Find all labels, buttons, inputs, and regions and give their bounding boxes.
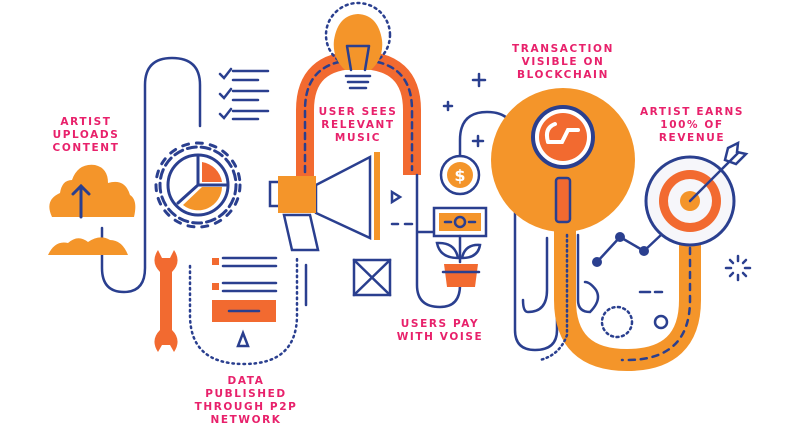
target-icon bbox=[644, 140, 749, 247]
dashed-track bbox=[620, 246, 692, 362]
label-line: NETWORK bbox=[210, 414, 282, 426]
label-line: UPLOADS bbox=[52, 129, 120, 141]
lightbulb-icon bbox=[324, 1, 392, 90]
label-line: VISIBLE ON bbox=[521, 56, 605, 68]
step-label-artist-uploads: ARTIST UPLOADS CONTENT bbox=[53, 116, 120, 155]
connector-line bbox=[415, 110, 559, 352]
label-line: USERS PAY bbox=[400, 318, 480, 330]
label-line: MUSIC bbox=[334, 132, 382, 144]
orange-u-track bbox=[554, 225, 701, 372]
connector-line bbox=[521, 233, 600, 314]
money-plant-icon bbox=[432, 206, 488, 287]
label-line: WITH VOISE bbox=[396, 331, 484, 343]
label-line: THROUGH P2P bbox=[194, 401, 298, 413]
label-line: USER SEES bbox=[318, 106, 398, 118]
step-label-user-sees-music: USER SEES RELEVANT MUSIC bbox=[319, 106, 398, 145]
label-line: 100% OF bbox=[660, 119, 724, 131]
label-line: BLOCKCHAIN bbox=[517, 69, 609, 81]
svg-text:$: $ bbox=[454, 166, 465, 185]
checklist-icon bbox=[218, 67, 270, 121]
coin-icon: $ bbox=[439, 154, 481, 196]
crossed-box-icon bbox=[352, 258, 392, 297]
label-line: TRANSACTION bbox=[512, 43, 614, 55]
decorations bbox=[600, 254, 752, 339]
step-label-data-published: DATA PUBLISHED THROUGH P2P NETWORK bbox=[195, 375, 298, 426]
document-icon bbox=[212, 256, 278, 348]
label-line: PUBLISHED bbox=[205, 388, 287, 400]
dotted-connector bbox=[188, 255, 299, 366]
label-line: RELEVANT bbox=[321, 119, 395, 131]
cursor-icon bbox=[236, 329, 250, 348]
sparkle-icon bbox=[724, 254, 752, 282]
megaphone-icon bbox=[268, 152, 414, 307]
growth-chart-icon bbox=[592, 232, 664, 267]
label-line: CONTENT bbox=[52, 142, 120, 154]
dotted-track bbox=[538, 233, 569, 362]
step-label-artist-earns: ARTIST EARNS 100% OF REVENUE bbox=[640, 106, 744, 145]
step-label-users-pay: USERS PAY WITH VOISE bbox=[397, 318, 484, 344]
label-line: ARTIST bbox=[60, 116, 112, 128]
label-line: REVENUE bbox=[658, 132, 726, 144]
magnifier-icon bbox=[531, 105, 595, 224]
gear-pie-chart-icon bbox=[154, 141, 242, 229]
wrench-icon bbox=[154, 250, 178, 352]
label-line: DATA bbox=[227, 375, 265, 387]
connector-line bbox=[100, 56, 202, 294]
label-line: ARTIST EARNS bbox=[639, 106, 745, 118]
step-label-transaction-visible: TRANSACTION VISIBLE ON BLOCKCHAIN bbox=[512, 43, 614, 82]
cloud-upload-icon bbox=[48, 164, 136, 255]
